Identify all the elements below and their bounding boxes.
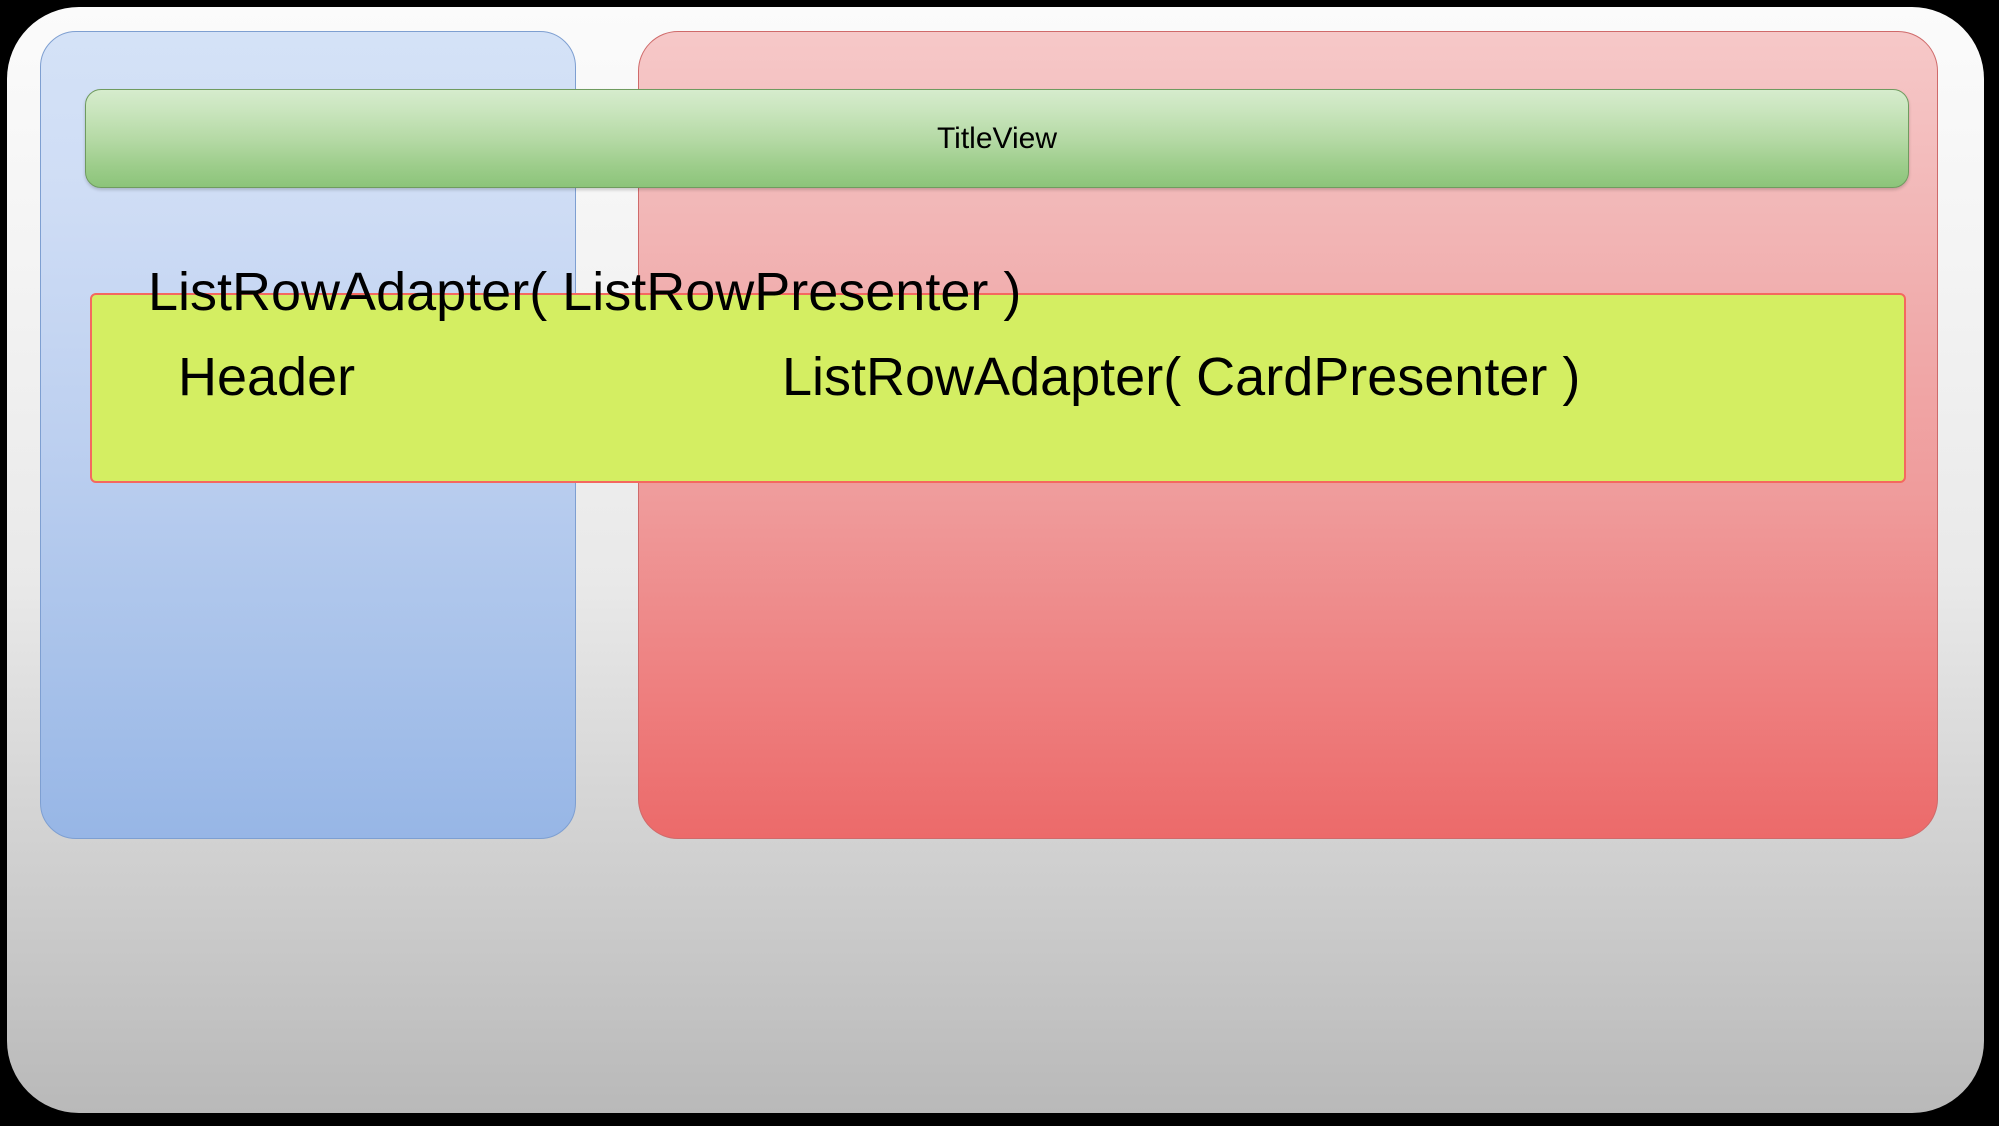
header-label: Header — [178, 347, 356, 407]
list-row-band — [90, 293, 1906, 483]
title-view-bar: TitleView — [85, 89, 1909, 188]
list-row-adapter-card-label: ListRowAdapter( CardPresenter ) — [782, 347, 1581, 407]
list-row-adapter-presenter-label: ListRowAdapter( ListRowPresenter ) — [148, 262, 1022, 322]
title-view-label: TitleView — [936, 121, 1058, 155]
